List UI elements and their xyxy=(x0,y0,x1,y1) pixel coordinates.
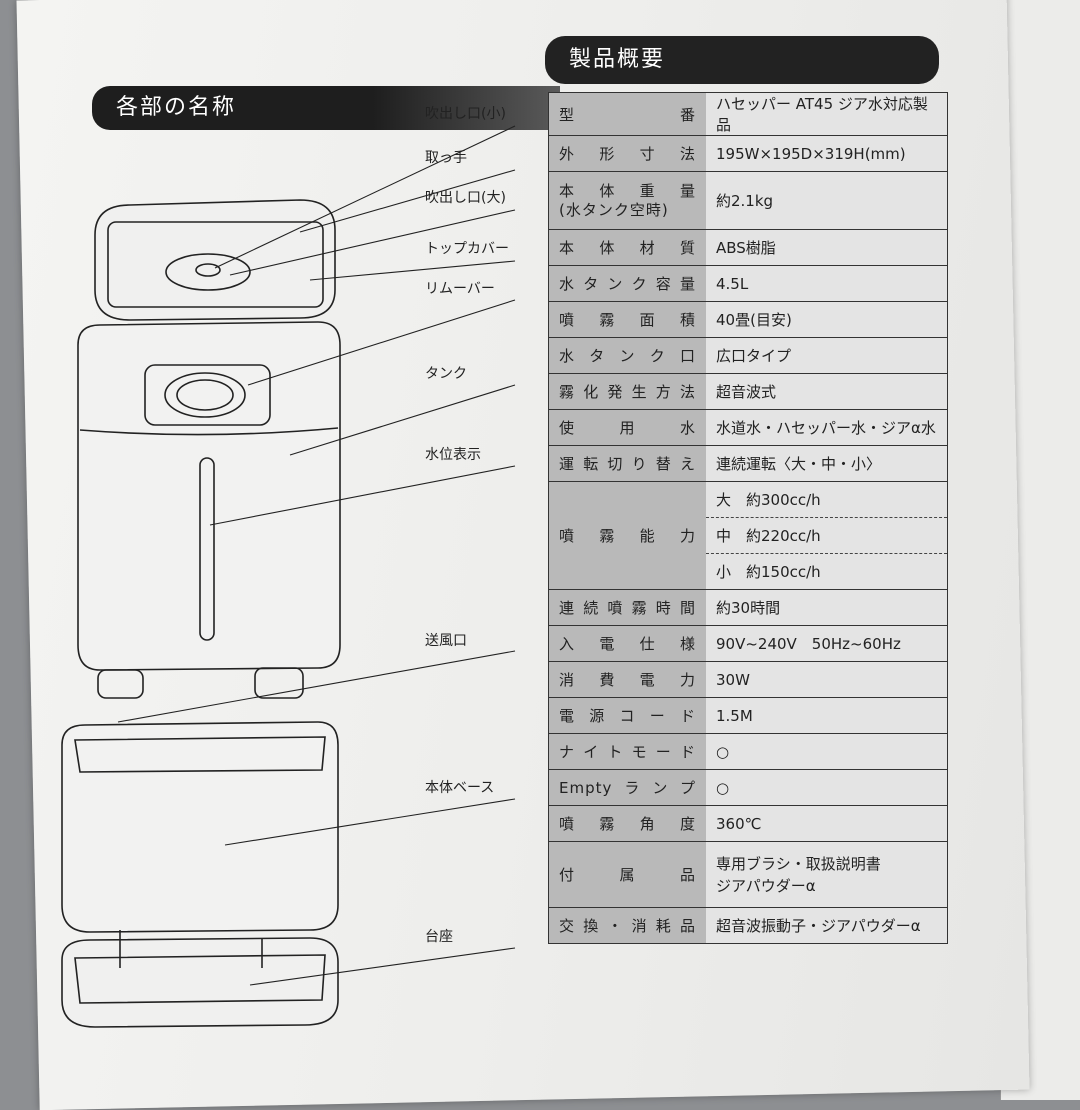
part-label-water-level: 水位表示 xyxy=(425,447,481,463)
table-row: 連続噴霧時間約30時間 xyxy=(548,589,948,626)
spec-section-title: 製品概要 xyxy=(545,36,939,84)
table-row: 本体重量(水タンク空時)約2.1kg xyxy=(548,171,948,230)
table-row: 使用水水道水・ハセッパー水・ジアα水 xyxy=(548,409,948,446)
part-label-remover: リムーバー xyxy=(425,281,495,297)
table-row: Emptyランプ○ xyxy=(548,769,948,806)
part-label-top-cover: トップカバー xyxy=(425,241,509,257)
humidifier-diagram xyxy=(61,125,516,1028)
table-row: 噴霧能力大 約300cc/h xyxy=(548,481,948,590)
part-label-air-vent: 送風口 xyxy=(425,633,467,649)
part-label-tank: タンク xyxy=(425,366,467,382)
part-label-large-outlet: 吹出し口(大) xyxy=(425,190,506,206)
table-row: 交換・消耗品超音波振動子・ジアパウダーα xyxy=(548,907,948,944)
part-label-small-outlet: 吹出し口(小) xyxy=(425,106,506,122)
table-row: 霧化発生方法超音波式 xyxy=(548,373,948,410)
part-label-handle: 取っ手 xyxy=(425,150,467,166)
parts-section-title: 各部の名称 xyxy=(92,86,560,130)
table-row: 付属品専用ブラシ・取扱説明書ジアパウダーα xyxy=(548,841,948,908)
table-row: 型番ハセッパー AT45 ジア水対応製品 xyxy=(548,92,948,136)
table-row: ナイトモード○ xyxy=(548,733,948,770)
part-label-body-base: 本体ベース xyxy=(425,780,495,796)
table-row: 中 約220cc/h xyxy=(549,517,948,554)
table-row: 運転切り替え連続運転〈大・中・小〉 xyxy=(548,445,948,482)
table-row: 水タンク口広口タイプ xyxy=(548,337,948,374)
part-label-stand: 台座 xyxy=(425,929,453,945)
